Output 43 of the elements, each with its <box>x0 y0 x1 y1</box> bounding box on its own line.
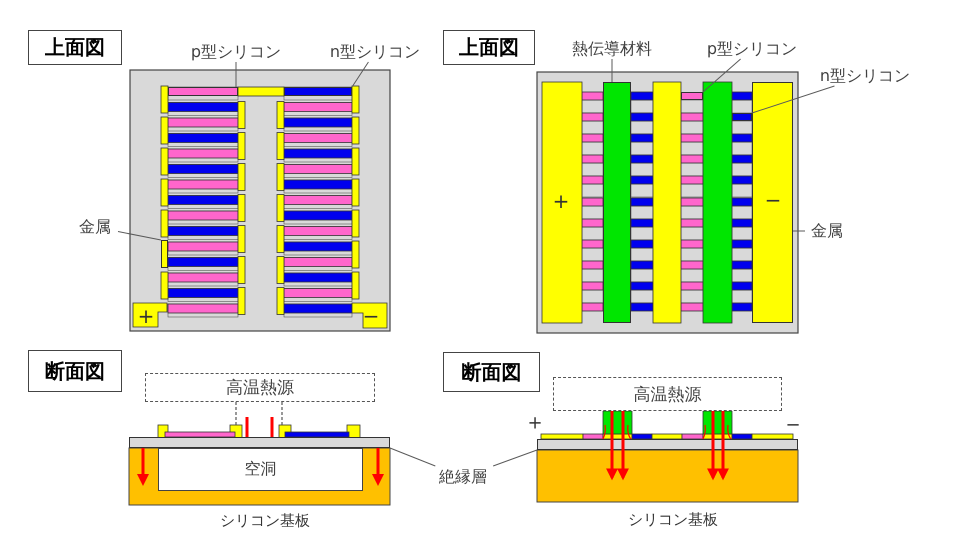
polarity-sign: − <box>362 304 380 328</box>
part-label: 金属 <box>805 221 849 241</box>
thermal-conductor-bar <box>603 82 631 323</box>
heat-flow-arrow <box>717 411 729 480</box>
cavity: 空洞 <box>158 448 363 491</box>
leader-line <box>492 450 538 466</box>
heat-flow-arrow <box>617 411 629 480</box>
part-label: p型シリコン <box>186 42 286 62</box>
leader-line <box>752 86 835 114</box>
leader-line <box>352 62 369 88</box>
insulating-layer <box>537 439 798 450</box>
heat-source-box: 高温熱源 <box>553 377 782 411</box>
substrate-label: シリコン基板 <box>628 510 718 530</box>
view-heading: 断面図 <box>443 352 540 392</box>
part-label: 熱伝導材料 <box>560 39 664 59</box>
leader-line <box>792 230 806 232</box>
p-type-strip <box>168 87 238 96</box>
n-type-strip <box>732 113 752 121</box>
part-label: 絶縁層 <box>430 466 496 488</box>
polarity-sign: + <box>552 189 570 213</box>
polarity-sign: + <box>527 412 543 434</box>
leader-line <box>702 58 742 92</box>
metal-pad <box>161 240 168 268</box>
polarity-sign: + <box>138 304 154 328</box>
view-heading: 上面図 <box>443 30 535 65</box>
heat-flow-arrow <box>606 411 618 480</box>
part-label: n型シリコン <box>806 66 924 86</box>
insulating-layer <box>129 437 390 448</box>
view-heading: 上面図 <box>28 30 122 65</box>
polarity-sign: − <box>785 414 801 436</box>
part-label: 金属 <box>72 217 118 237</box>
substrate-label: シリコン基板 <box>220 512 310 530</box>
metal-electrode <box>752 82 793 323</box>
p-type-strip <box>681 92 703 100</box>
heat-flow-arrow <box>707 411 719 480</box>
n-type-strip <box>284 87 352 96</box>
leader-line <box>390 448 436 466</box>
part-label: n型シリコン <box>316 42 434 62</box>
view-heading: 断面図 <box>28 350 122 392</box>
polarity-sign: − <box>764 188 782 212</box>
heat-source-box: 高温熱源 <box>145 373 375 402</box>
leader-line <box>118 231 162 240</box>
part-label: p型シリコン <box>693 39 811 59</box>
